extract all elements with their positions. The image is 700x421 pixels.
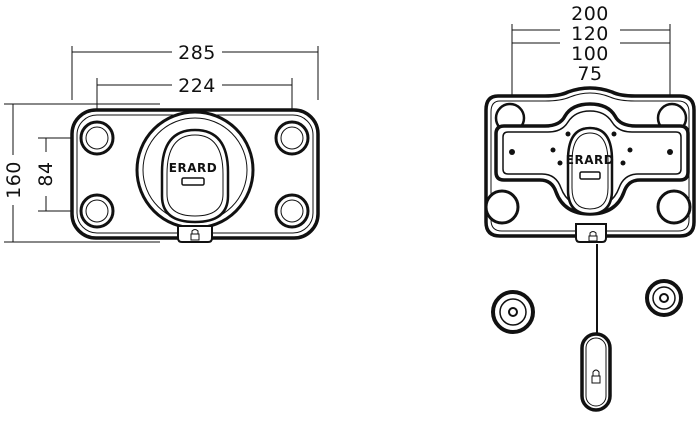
front-lock-icon [190, 229, 200, 241]
front-fixing-hole-tl [79, 120, 115, 156]
front-bottom-tab [177, 225, 213, 243]
dimension-stack: 200 120 100 75 [511, 3, 671, 140]
back-lock-icon [588, 231, 598, 242]
back-central-module: ERARD [566, 126, 614, 216]
dim-label-200: 200 [571, 3, 609, 25]
wall-plug-right [645, 279, 683, 317]
back-fixing-hole-br [656, 189, 692, 225]
front-brand-logo: ERARD [169, 161, 217, 175]
dim-label-285: 285 [178, 42, 216, 64]
dim-label-100: 100 [571, 43, 609, 65]
back-view: 200 120 100 75 [484, 3, 696, 412]
back-screw-dots [509, 131, 673, 166]
back-fixing-hole-bl [484, 189, 520, 225]
dimension-total-width: 285 [71, 42, 319, 100]
front-fixing-hole-tr [274, 120, 310, 156]
dim-label-120: 120 [571, 23, 609, 45]
dim-label-224: 224 [178, 75, 216, 97]
dimension-hole-spacing-h: 224 [96, 75, 293, 120]
back-bottom-tab [575, 223, 607, 243]
front-view: 285 224 160 84 [3, 42, 320, 243]
front-indicator-slot [181, 177, 205, 186]
back-indicator-slot [579, 171, 601, 180]
pendant-lock-icon [591, 369, 601, 384]
dim-label-84: 84 [35, 161, 57, 186]
wall-plug-left [491, 290, 535, 334]
dim-label-75: 75 [577, 63, 602, 85]
front-fixing-hole-br [274, 193, 310, 229]
dimension-total-height: 160 [3, 103, 160, 243]
front-central-dome: ERARD [135, 110, 255, 230]
back-brand-logo: ERARD [566, 153, 614, 167]
front-fixing-hole-bl [79, 193, 115, 229]
dim-label-160: 160 [3, 161, 25, 199]
pendant-key [580, 332, 612, 412]
